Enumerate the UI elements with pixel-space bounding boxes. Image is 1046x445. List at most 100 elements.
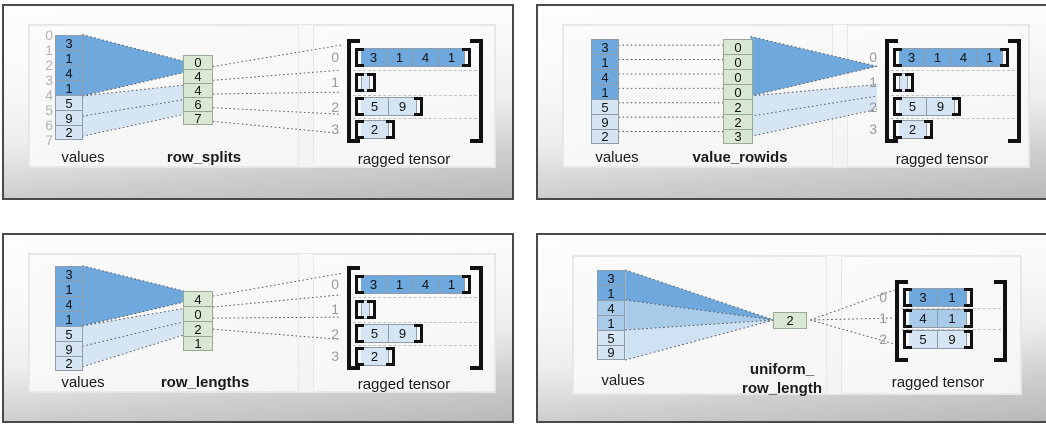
value-index-label: 0 xyxy=(45,27,53,43)
value-cell: 9 xyxy=(55,341,83,356)
tensor-row: 2 xyxy=(355,120,395,139)
value-cell: 9 xyxy=(55,110,83,125)
value-cell: 4 xyxy=(55,296,83,311)
inner-bracket-left xyxy=(893,48,902,67)
inner-bracket-left xyxy=(355,120,364,139)
inner-bracket-left xyxy=(893,73,902,92)
tensor-cell-empty xyxy=(899,73,908,92)
outer-bracket-right xyxy=(470,39,483,143)
inner-bracket-right xyxy=(367,300,376,319)
value-cell: 1 xyxy=(55,80,83,95)
value-cell: 1 xyxy=(591,54,619,69)
panel-inner: 0 1 2 3 4 5 6 7 3 1 4 1 5 9 2 0 xyxy=(28,24,496,168)
value-cell: 5 xyxy=(55,326,83,341)
tensor-row-divider xyxy=(891,118,1015,119)
tensor-row-label: 0 xyxy=(869,49,877,65)
tensor-row-label: 2 xyxy=(331,99,339,115)
panel-value-rowids: 3 1 4 1 5 9 2 0 0 0 0 2 2 3 0 1 xyxy=(536,4,1046,200)
tensor-row: 2 xyxy=(893,120,933,139)
encoding-cell: 4 xyxy=(183,291,213,306)
inner-bracket-left xyxy=(903,309,912,328)
encoding-cell: 2 xyxy=(183,321,213,336)
value-cell: 4 xyxy=(591,69,619,84)
inner-bracket-left xyxy=(355,347,364,366)
tensor-row-label: 1 xyxy=(869,74,877,90)
tensor-row-label: 3 xyxy=(869,121,877,137)
tensor-row-label: 2 xyxy=(869,99,877,115)
inner-bracket-left xyxy=(355,324,364,343)
value-cell: 1 xyxy=(55,50,83,65)
panel-uniform-row-length: 3 1 4 1 5 9 2 0 1 2 3 xyxy=(536,233,1046,423)
value-cell: 4 xyxy=(597,300,625,315)
tensor-cell: 4 xyxy=(909,309,938,328)
tensor-row: 5 9 xyxy=(355,97,423,116)
value-index-label: 1 xyxy=(45,42,53,58)
encoding-cell: 0 xyxy=(723,54,753,69)
encoding-cell: 2 xyxy=(773,312,807,329)
tensor-row-divider xyxy=(353,70,477,71)
outer-bracket-left xyxy=(347,266,360,370)
tensor-row: 2 xyxy=(355,347,395,366)
encoding-caption: uniform_ row_length xyxy=(741,361,822,397)
value-cell: 2 xyxy=(591,129,619,144)
inner-bracket-right xyxy=(964,309,973,328)
tensor-cell: 1 xyxy=(387,48,413,67)
tensor-cell: 1 xyxy=(977,48,1003,67)
value-cell: 1 xyxy=(55,281,83,296)
value-cell: 3 xyxy=(55,266,83,281)
encoding-cell: 0 xyxy=(723,69,753,84)
tensor-row-label: 2 xyxy=(331,326,339,342)
panel-row-splits: 0 1 2 3 4 5 6 7 3 1 4 1 5 9 2 0 xyxy=(2,4,514,200)
inner-bracket-right xyxy=(414,97,423,116)
tensor-row-empty xyxy=(355,73,376,92)
tensor-cell-empty xyxy=(361,300,370,319)
encoding-cell: 6 xyxy=(183,97,213,111)
tensor-row: 3 1 xyxy=(903,288,973,307)
inner-bracket-right xyxy=(462,48,471,67)
tensor-cell: 4 xyxy=(413,275,439,294)
ragged-tensor: 0 1 2 3 3 1 4 1 xyxy=(331,266,483,370)
tensor-cell: 1 xyxy=(439,275,465,294)
tensor-row: 5 9 xyxy=(355,324,423,343)
value-cell: 4 xyxy=(55,65,83,80)
encoding-cell: 7 xyxy=(183,111,213,125)
values-column: 3 1 4 1 5 9 2 xyxy=(55,35,83,140)
tensor-cell: 2 xyxy=(899,120,927,139)
value-index-label: 6 xyxy=(45,117,53,133)
value-cell: 5 xyxy=(591,99,619,114)
tensor-cell: 5 xyxy=(361,97,389,116)
tensor-row-label: 2 xyxy=(879,331,887,347)
inner-bracket-left xyxy=(355,275,364,294)
tensor-caption: ragged tensor xyxy=(357,151,451,168)
inner-bracket-right xyxy=(462,275,471,294)
panel-row-lengths: 3 1 4 1 5 9 2 4 0 2 1 0 1 2 3 xyxy=(2,233,514,423)
value-index-label: 4 xyxy=(45,87,53,103)
values-caption: values xyxy=(595,149,639,166)
tensor-cell: 4 xyxy=(413,48,439,67)
value-cell: 3 xyxy=(55,35,83,50)
value-index-label: 2 xyxy=(45,57,53,73)
values-column: 3 1 4 1 5 9 xyxy=(597,270,625,360)
tensor-cell: 9 xyxy=(927,97,955,116)
tensor-caption: ragged tensor xyxy=(891,374,985,391)
inner-bracket-right xyxy=(414,324,423,343)
inner-bracket-right xyxy=(905,73,914,92)
tensor-cell: 5 xyxy=(899,97,927,116)
inner-bracket-left xyxy=(903,330,912,349)
tensor-row-divider xyxy=(891,70,1015,71)
tensor-row: 3 1 4 1 xyxy=(355,275,471,294)
tensor-row-label: 1 xyxy=(331,301,339,317)
inner-bracket-right xyxy=(1000,48,1009,67)
value-cell: 2 xyxy=(55,356,83,371)
encoding-cell: 3 xyxy=(723,129,753,144)
tensor-cell: 3 xyxy=(361,275,387,294)
tensor-cell: 5 xyxy=(909,330,938,349)
encoding-cell: 2 xyxy=(723,114,753,129)
value-cell: 1 xyxy=(597,285,625,300)
tensor-cell: 5 xyxy=(361,324,389,343)
tensor-cell-empty xyxy=(361,73,370,92)
ragged-tensor: 0 1 2 3 1 4 1 xyxy=(879,280,1007,362)
tensor-row: 3 1 4 1 xyxy=(893,48,1009,67)
value-index-label: 3 xyxy=(45,72,53,88)
